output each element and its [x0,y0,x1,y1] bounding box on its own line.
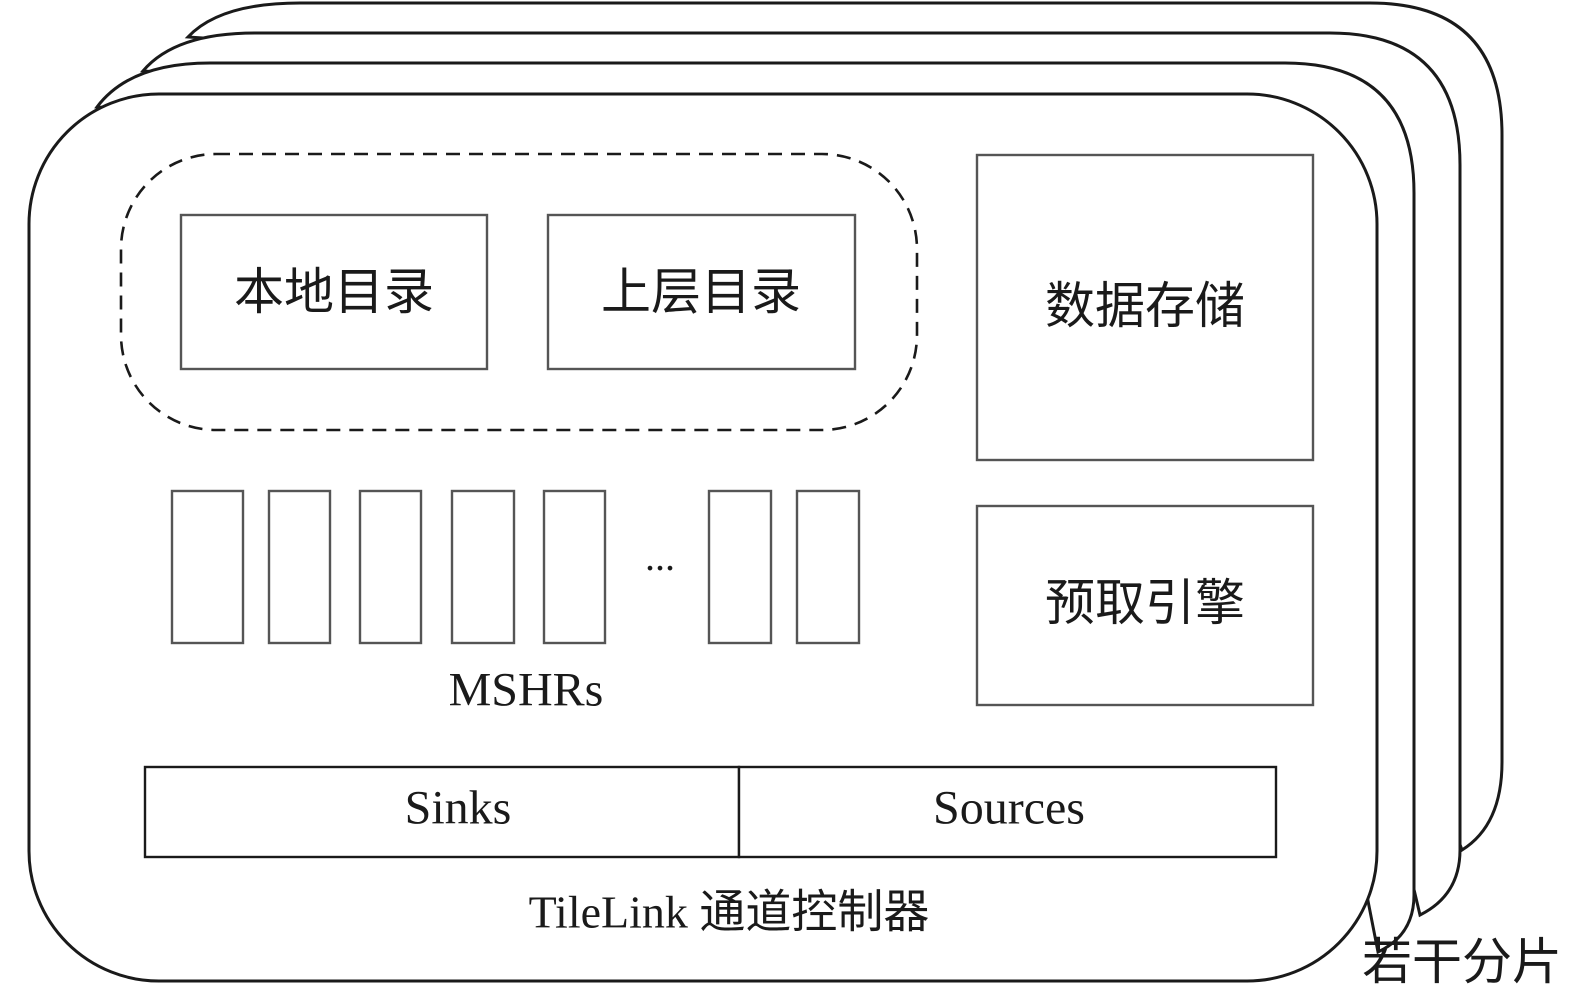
mshr-entry [707,489,773,645]
data-storage-label: 数据存储 [1045,277,1245,335]
mshr-entry [795,489,861,645]
mshrs-label: MSHRs [449,664,604,717]
data-storage-box [975,153,1315,462]
mshr-entry [358,489,423,645]
local-directory-label: 本地目录 [234,263,434,321]
mshr-ellipsis: ... [645,534,675,579]
sources-label: Sources [933,782,1085,835]
tilelink-controller-label: TileLink 通道控制器 [529,887,930,938]
slices-label: 若干分片 [1362,933,1562,991]
mshr-entry [542,489,607,645]
sinks-box [143,765,741,859]
sinks-label: Sinks [405,782,512,835]
sources-box [737,765,1278,859]
upper-directory-label: 上层目录 [601,263,801,321]
prefetch-engine-box [975,504,1315,707]
directory-group [119,152,919,432]
mshr-entry [267,489,332,645]
prefetch-engine-label: 预取引擎 [1045,574,1245,632]
mshr-entry [450,489,516,645]
mshr-entry [170,489,245,645]
upper-directory-box [546,213,857,371]
local-directory-box [179,213,489,371]
